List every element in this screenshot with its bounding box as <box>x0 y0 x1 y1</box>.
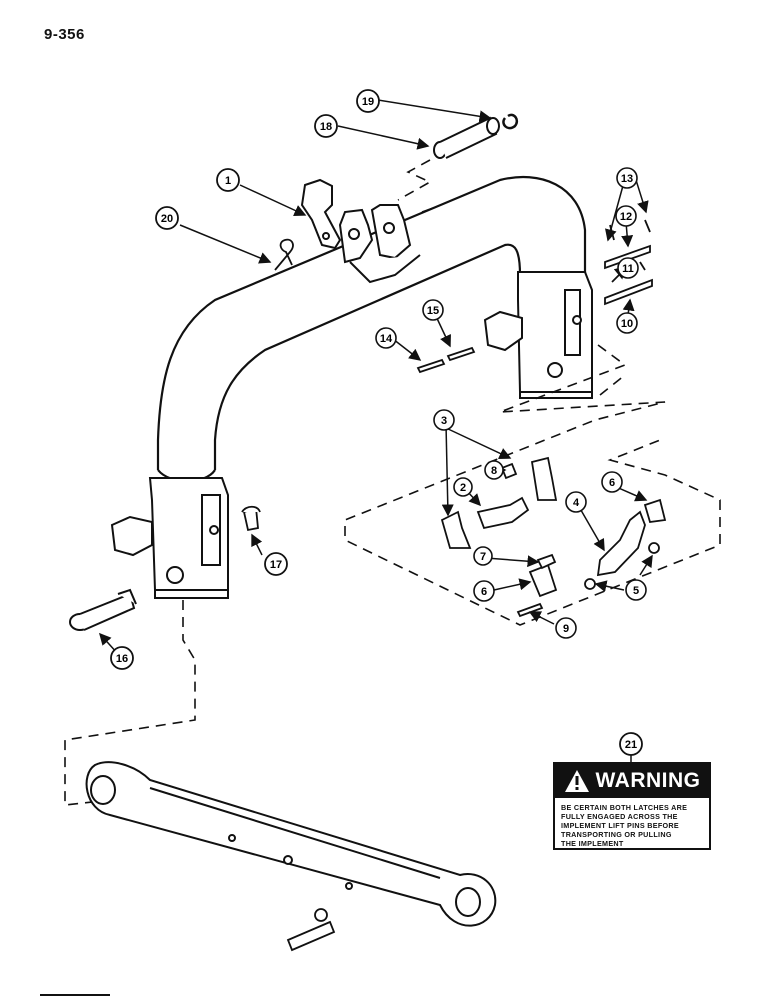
warning-triangle-icon <box>564 770 589 792</box>
svg-text:5: 5 <box>633 585 639 597</box>
warning-line: BE CERTAIN BOTH LATCHES ARE <box>561 803 688 812</box>
warning-line: TRANSPORTING OR PULLING <box>561 830 672 839</box>
roll-pins-14-15 <box>416 346 476 374</box>
callout-6b: 6 <box>473 580 495 602</box>
svg-text:4: 4 <box>573 497 580 509</box>
nut-5a <box>584 578 596 590</box>
callout-15: 15 <box>422 299 444 321</box>
pin-7 <box>536 553 557 570</box>
hair-pin-20 <box>274 238 294 271</box>
callout-5: 5 <box>625 579 647 601</box>
snap-ring-19 <box>502 113 519 130</box>
callout-11: 11 <box>617 257 639 279</box>
svg-text:8: 8 <box>491 465 497 477</box>
callout-2: 2 <box>453 477 473 497</box>
bolt-and-nut <box>286 908 336 952</box>
pin-18 <box>433 116 500 159</box>
lower-link <box>85 761 497 927</box>
warning-header: WARNING <box>555 764 709 798</box>
svg-text:14: 14 <box>380 333 393 345</box>
svg-text:7: 7 <box>480 551 486 563</box>
bottom-rule <box>40 994 110 996</box>
clamp-6b <box>528 563 558 598</box>
svg-text:3: 3 <box>441 415 447 427</box>
warning-title: WARNING <box>595 769 701 792</box>
callout-8: 8 <box>484 460 504 480</box>
pin-9 <box>516 602 544 618</box>
svg-text:1: 1 <box>225 175 231 187</box>
svg-text:21: 21 <box>625 739 637 751</box>
callout-16: 16 <box>110 646 134 670</box>
page-number: 9-356 <box>44 26 85 43</box>
callout-20: 20 <box>155 206 179 230</box>
plate-3b <box>530 456 558 501</box>
callout-12: 12 <box>615 205 637 227</box>
pin-set-10-13 <box>604 219 653 306</box>
latch-arm-4 <box>596 510 646 577</box>
callout-9: 9 <box>555 617 577 639</box>
svg-text:6: 6 <box>481 586 487 598</box>
left-latch-housing <box>110 477 229 599</box>
callout-10: 10 <box>616 312 638 334</box>
bracket-2 <box>476 496 530 530</box>
warning-line: IMPLEMENT LIFT PINS BEFORE <box>561 821 680 830</box>
callout-13: 13 <box>616 167 638 189</box>
svg-text:19: 19 <box>362 96 374 108</box>
svg-text:10: 10 <box>621 318 633 330</box>
warning-line: FULLY ENGAGED ACROSS THE <box>561 812 678 821</box>
svg-text:17: 17 <box>270 559 282 571</box>
callout-6a: 6 <box>601 471 623 493</box>
warning-text: BE CERTAIN BOTH LATCHES ARE FULLY ENGAGE… <box>555 798 709 848</box>
svg-text:15: 15 <box>427 305 439 317</box>
callout-4: 4 <box>565 491 587 513</box>
plate-3a <box>440 510 472 549</box>
callout-7: 7 <box>473 546 493 566</box>
right-latch-housing <box>483 271 593 399</box>
svg-text:18: 18 <box>320 121 332 133</box>
callout-1: 1 <box>216 168 240 192</box>
warning-line: THE IMPLEMENT <box>561 839 624 848</box>
callout-3: 3 <box>433 409 455 431</box>
detail-parts <box>440 456 667 618</box>
nut-5b <box>648 542 660 554</box>
spring-8 <box>500 462 518 480</box>
detail-dashed-outline <box>64 159 721 806</box>
svg-text:13: 13 <box>621 173 633 185</box>
svg-text:9: 9 <box>563 623 569 635</box>
clamp-6a <box>643 498 667 523</box>
pin-17 <box>241 505 261 532</box>
svg-text:11: 11 <box>622 263 634 275</box>
callout-18: 18 <box>314 114 338 138</box>
callout-14: 14 <box>375 327 397 349</box>
center-clevis <box>338 204 421 284</box>
svg-text:6: 6 <box>609 477 615 489</box>
svg-text:2: 2 <box>460 482 466 494</box>
svg-text:20: 20 <box>161 213 173 225</box>
callout-17: 17 <box>264 552 288 576</box>
callout-19: 19 <box>356 89 380 113</box>
callouts: 1 2 3 4 5 6 6 7 8 9 10 11 12 13 14 <box>110 89 647 756</box>
svg-text:12: 12 <box>620 211 632 223</box>
lift-pin-16 <box>69 588 137 631</box>
callout-21: 21 <box>619 732 643 756</box>
latch-1 <box>300 178 342 250</box>
warning-decal: WARNING BE CERTAIN BOTH LATCHES ARE FULL… <box>553 762 711 850</box>
svg-text:16: 16 <box>116 653 128 665</box>
